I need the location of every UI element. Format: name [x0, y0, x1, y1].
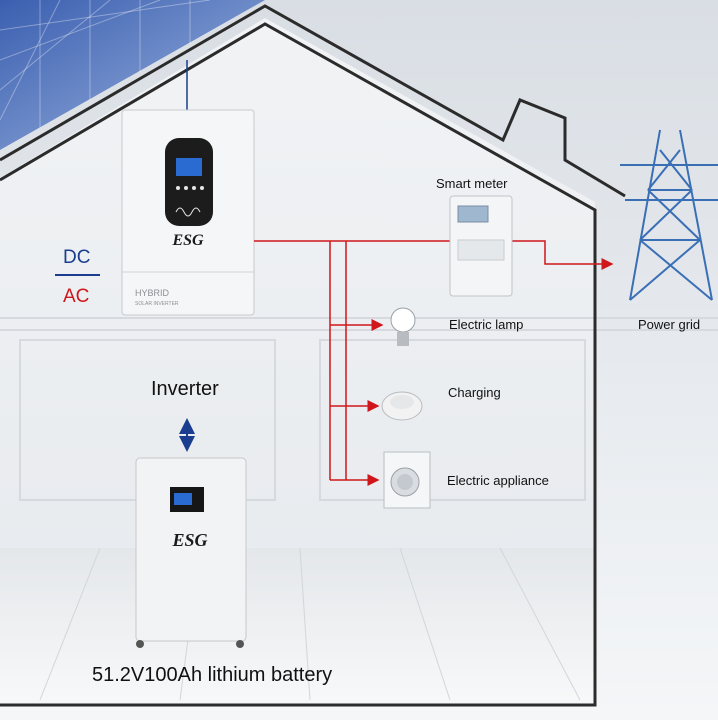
- smart-meter-label: Smart meter: [436, 176, 508, 191]
- inverter-model-text: HYBRID: [135, 288, 170, 298]
- electric-appliance-label: Electric appliance: [447, 473, 549, 488]
- battery-label: 51.2V100Ah lithium battery: [92, 664, 333, 686]
- charging-label: Charging: [448, 385, 501, 400]
- inverter-label: Inverter: [151, 378, 219, 400]
- inverter-model-subtext: SOLAR INVERTER: [135, 301, 179, 307]
- solar-panel-array: [0, 0, 265, 150]
- power-grid-tower: [620, 129, 718, 301]
- ac-wiring: [254, 240, 614, 486]
- electric-lamp-label: Electric lamp: [449, 317, 524, 332]
- house-outline: [0, 4, 626, 707]
- smart-meter-device: [449, 195, 513, 297]
- legend-dc-line: [55, 274, 100, 276]
- hybrid-inverter: [121, 109, 255, 316]
- washing-machine: [383, 451, 431, 509]
- lithium-battery: [135, 457, 247, 648]
- legend-dc-label: DC: [63, 247, 91, 268]
- charging-device: [381, 391, 423, 421]
- legend-ac-label: AC: [63, 286, 90, 307]
- power-grid-label: Power grid: [638, 317, 701, 332]
- battery-brand-logo: ESG: [171, 530, 207, 550]
- lamp-bulb: [390, 307, 416, 346]
- inverter-brand-logo: ESG: [171, 232, 204, 249]
